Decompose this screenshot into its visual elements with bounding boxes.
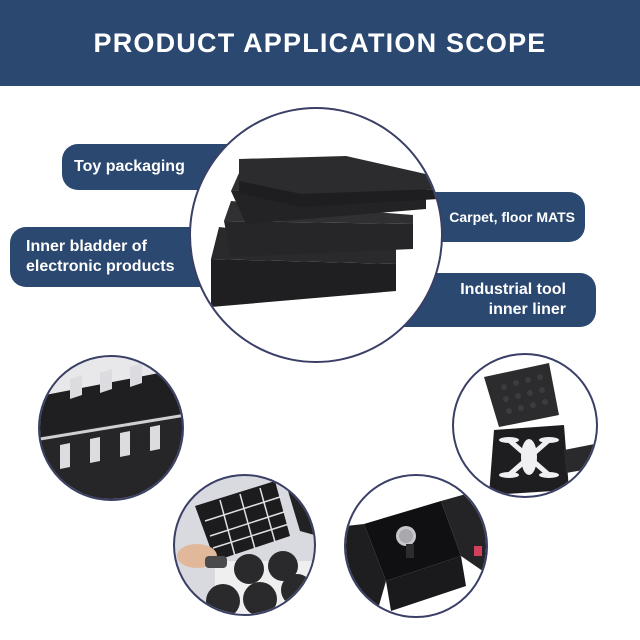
image-foam-slotted-inserts <box>38 355 184 501</box>
label-inner-bladder: Inner bladder of electronic products <box>10 227 230 287</box>
watch-box-icon <box>346 494 486 616</box>
header-banner: PRODUCT APPLICATION SCOPE <box>0 0 640 86</box>
center-image-foam-sheets <box>189 107 443 363</box>
label-text: Toy packaging <box>74 158 185 175</box>
label-text: Carpet, floor MATS <box>449 209 575 225</box>
label-line: inner liner <box>488 301 566 318</box>
label-industrial-tool: Industrial tool inner liner <box>400 273 596 327</box>
image-adhesive-foam-pads <box>173 474 316 616</box>
label-line: Inner bladder of <box>26 238 147 255</box>
page-title: PRODUCT APPLICATION SCOPE <box>93 27 547 58</box>
label-line: electronic products <box>26 258 175 275</box>
drone-case-icon <box>484 363 596 495</box>
image-drone-case-liner <box>452 353 598 498</box>
label-line: Industrial tool <box>460 281 566 298</box>
label-text: Inner bladder of electronic products <box>26 237 174 277</box>
foam-stack-icon <box>211 156 439 307</box>
image-watch-box-insert <box>344 474 488 618</box>
label-text: Industrial tool inner liner <box>460 280 566 320</box>
foam-pads-icon <box>177 476 314 614</box>
slotted-foam-icon <box>40 363 182 499</box>
